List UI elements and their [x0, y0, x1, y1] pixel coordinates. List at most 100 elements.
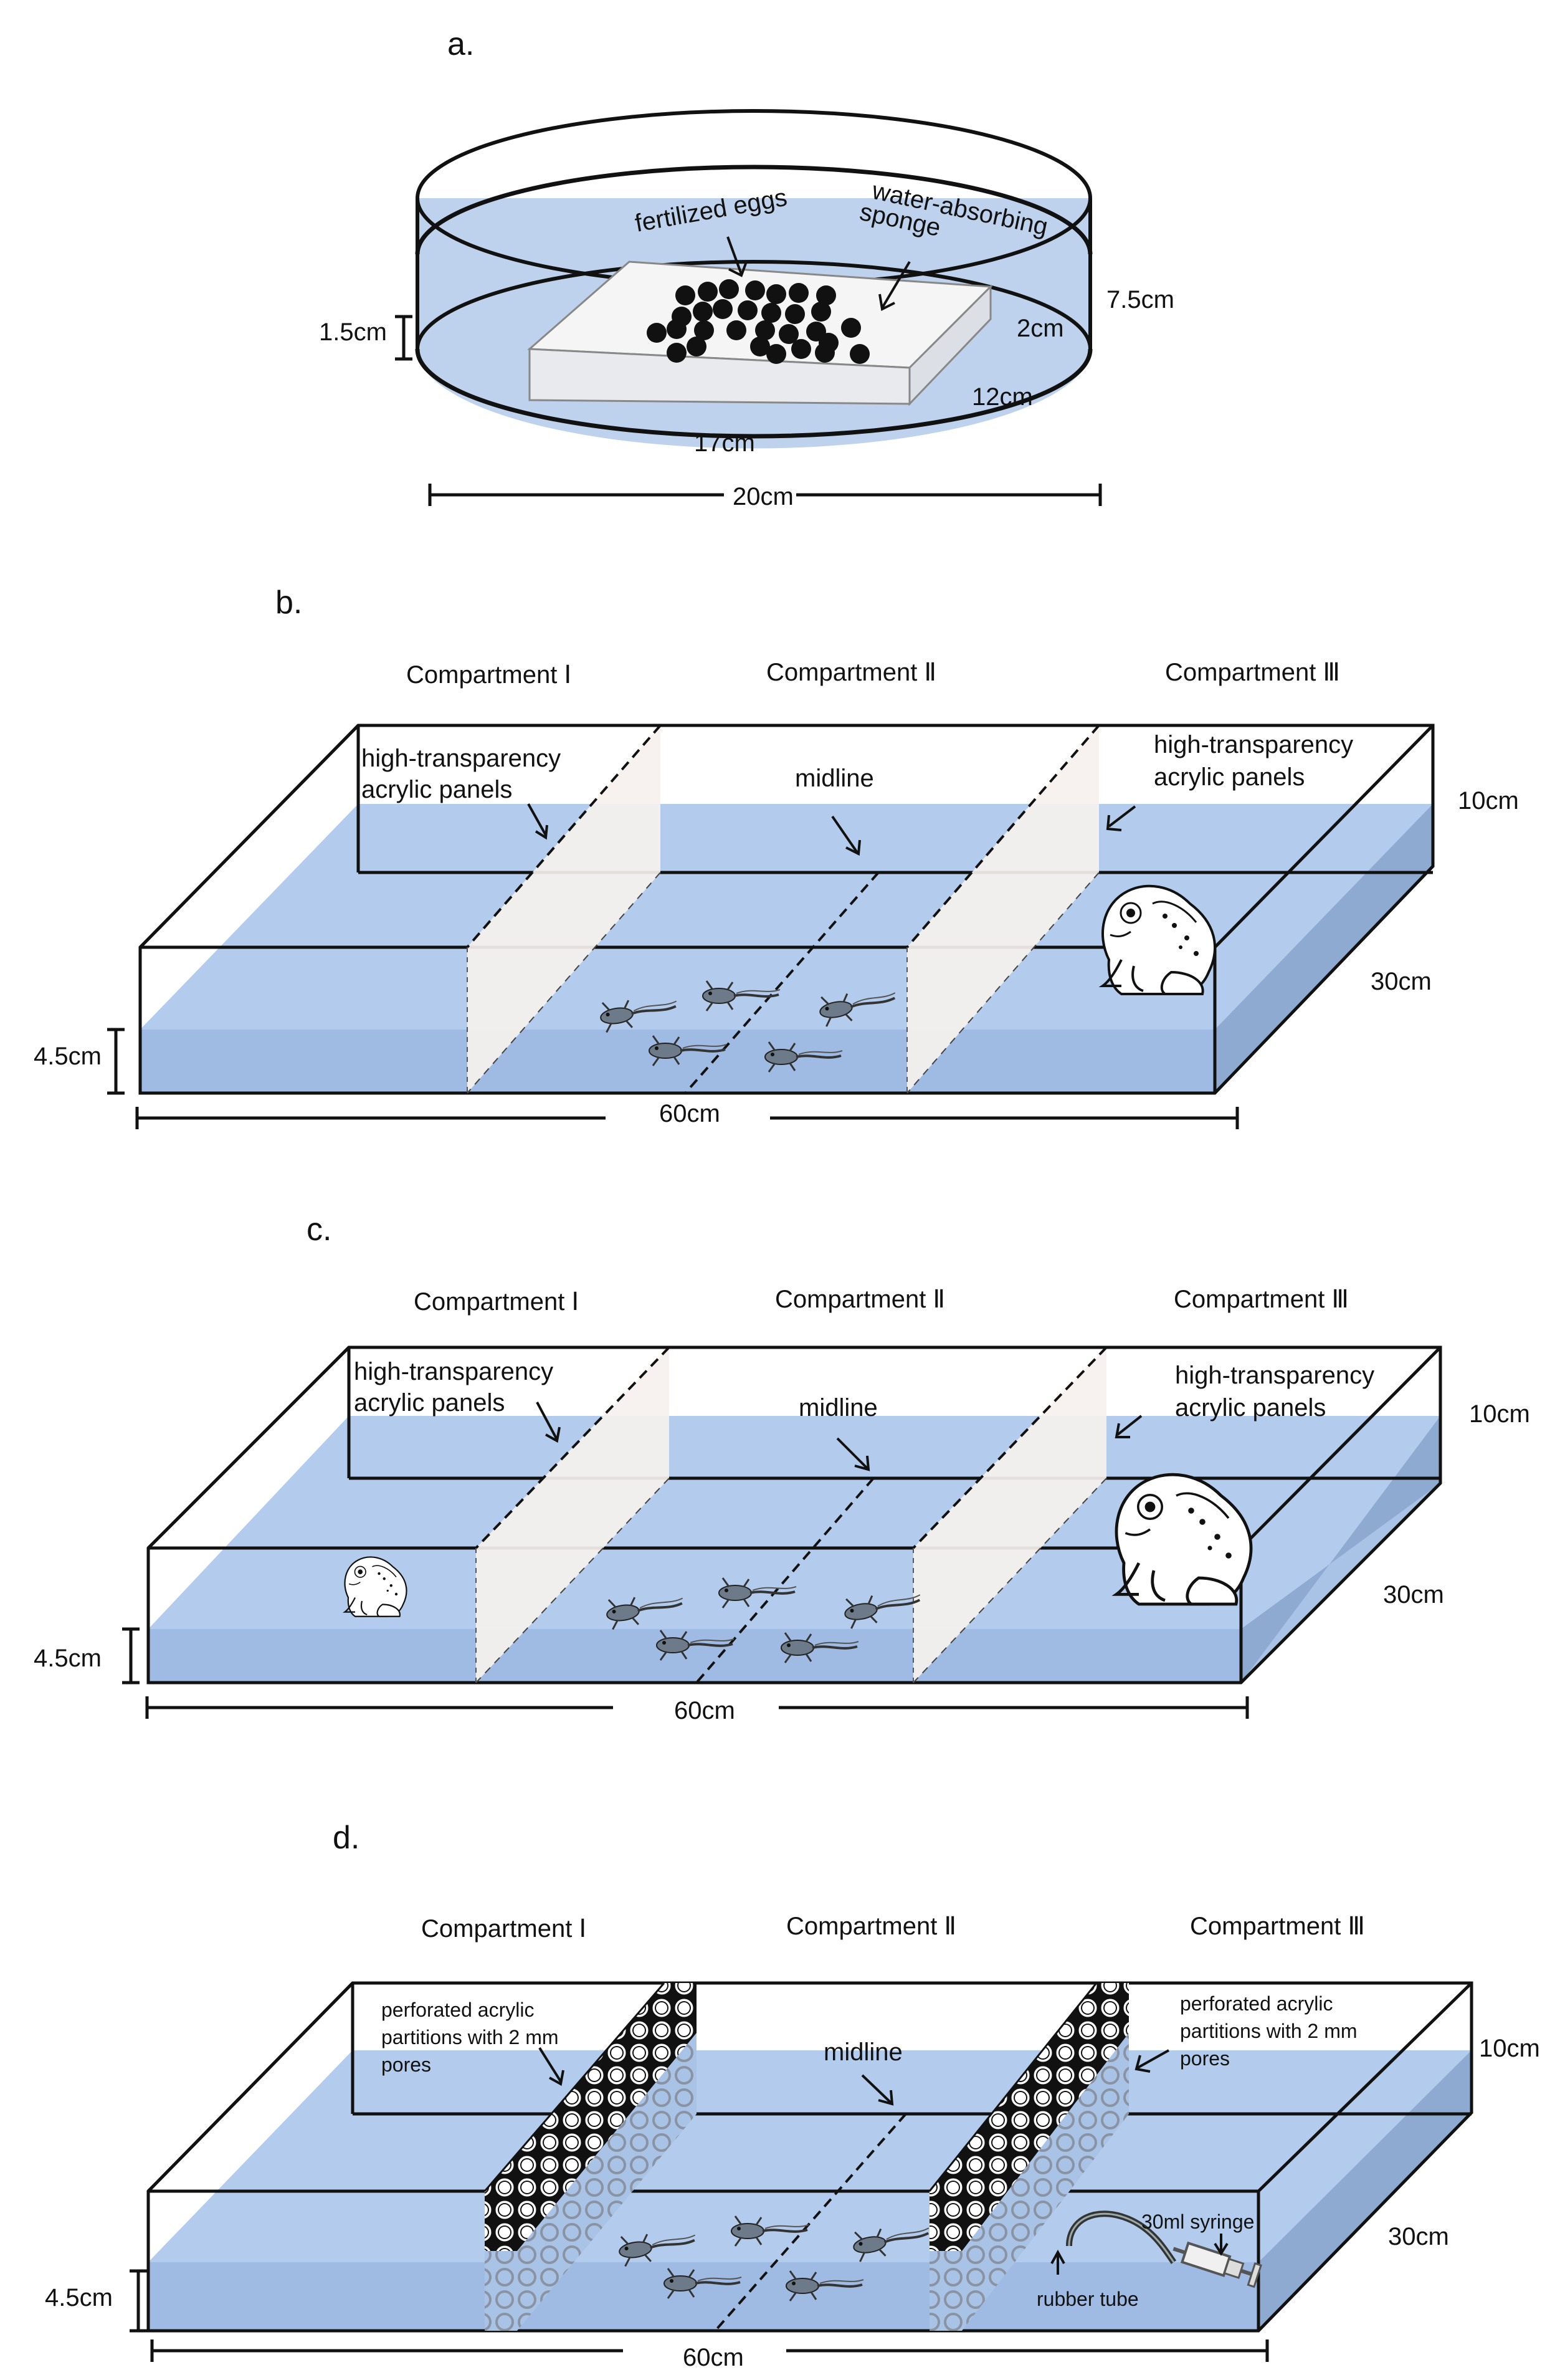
panel-d-compartment-1: Compartment Ⅰ [421, 1915, 586, 1943]
panel-b-dim-height: 10cm [1458, 787, 1519, 815]
panel-b-arrow-right [1108, 805, 1136, 828]
panel-d-arrow-left [538, 2047, 562, 2083]
panel-d-partition-right-line1: perforated acrylic [1180, 1992, 1333, 2015]
panel-d-dim-height: 10cm [1479, 2035, 1540, 2062]
panel-b-letter: b. [275, 585, 302, 621]
dim-sponge-width: 12cm [972, 383, 1033, 411]
panel-d-length-line [150, 2339, 1269, 2362]
panel-d-arrow-tube-head [1050, 2249, 1065, 2264]
panel-d-partition-right-line2: partitions with 2 mm [1180, 2020, 1358, 2042]
panel-c-acrylic-left [475, 1346, 670, 1683]
panel-c-arrow-left-head [545, 1427, 561, 1443]
panel-c-water-bracket [122, 1627, 140, 1685]
panel-c-compartment-2: Compartment Ⅱ [775, 1286, 945, 1313]
panel-c-arrow-right [1116, 1415, 1143, 1436]
panel-d-syringe-label: 30ml syringe [1141, 2210, 1254, 2233]
panel-d-dim-depth: 30cm [1388, 2223, 1449, 2250]
panel-b-compartment-2: Compartment Ⅱ [766, 659, 936, 686]
panel-d-letter: d. [333, 1820, 359, 1856]
panel-d-arrow-syringe-head [1214, 2242, 1229, 2256]
panel-b: b. Compartment Ⅰ Compartment Ⅱ Compartme… [34, 585, 1519, 1129]
panel-c-dim-height: 10cm [1469, 1400, 1530, 1428]
panel-b-arrow-mid-head [845, 839, 861, 856]
panel-d-dim-water: 4.5cm [45, 2284, 113, 2311]
panel-c-compartment-3: Compartment Ⅲ [1174, 1286, 1349, 1313]
panel-b-arrow-right-head [1106, 815, 1122, 831]
panel-c-dim-length: 60cm [674, 1697, 735, 1724]
panel-b-panels-right-line1: high-transparency [1154, 731, 1353, 758]
panel-d-compartment-3: Compartment Ⅲ [1190, 1913, 1365, 1940]
panel-d-tank [146, 1981, 1473, 2333]
dim-water-depth-bracket [395, 315, 412, 361]
dim-sponge-length: 17cm [694, 429, 755, 457]
panel-b-compartment-3: Compartment Ⅲ [1165, 659, 1340, 686]
panel-d-midline-label: midline [824, 2038, 903, 2066]
panel-c-panels-right-line2: acrylic panels [1175, 1394, 1326, 1422]
panel-c: c. Compartment Ⅰ Compartment Ⅱ Compartme… [34, 1212, 1530, 1724]
panel-c-arrow-mid [836, 1437, 868, 1470]
panel-c-panels-right-line1: high-transparency [1175, 1362, 1374, 1389]
panel-b-acrylic-left [466, 724, 662, 1094]
dim-water-depth: 1.5cm [319, 318, 387, 346]
syringe [1172, 2241, 1262, 2288]
panel-c-letter: c. [307, 1212, 331, 1248]
panel-c-length-line [145, 1696, 1249, 1719]
panel-c-midline-label: midline [799, 1394, 878, 1422]
panel-c-acrylic-right [912, 1346, 1108, 1683]
panel-c-compartment-1: Compartment Ⅰ [414, 1288, 579, 1316]
panel-d-partition-left-line2: partitions with 2 mm [381, 2026, 559, 2048]
panel-c-arrow-left [536, 1402, 558, 1440]
panel-d-partition-right-line3: pores [1180, 2047, 1230, 2070]
panel-d-water-bracket [130, 2269, 147, 2333]
panel-c-arrow-mid-head [854, 1455, 870, 1471]
dim-sponge-thickness: 2cm [1017, 315, 1064, 342]
panel-d-arrow-left-head [549, 2070, 564, 2086]
arrow-sponge [881, 260, 911, 309]
panel-d-compartment-2: Compartment Ⅱ [786, 1913, 956, 1940]
panel-d-tube-label: rubber tube [1037, 2288, 1139, 2310]
panel-b-arrow-mid [831, 815, 858, 854]
panel-b-dim-length: 60cm [659, 1100, 720, 1127]
arrow-eggs [726, 236, 743, 275]
panel-b-panels-left-line1: high-transparency [361, 745, 561, 772]
panel-c-arrow-right-head [1115, 1423, 1130, 1438]
panel-c-tank [146, 1345, 1442, 1685]
panel-d-partition-left-line3: pores [381, 2053, 431, 2076]
panel-d-arrow-right [1137, 2049, 1169, 2069]
panel-b-dim-water: 4.5cm [34, 1043, 102, 1070]
panel-d-perforated-left [483, 1982, 697, 2331]
panel-d: d. Compartment Ⅰ Compartment Ⅱ Compartme… [45, 1820, 1540, 2371]
dim-diameter: 20cm [733, 483, 794, 510]
arrow-eggs-head [728, 261, 748, 277]
sponge [527, 260, 993, 406]
panel-d-arrow-mid [861, 2074, 892, 2104]
panel-a-letter: a. [447, 26, 474, 62]
rubber-tube-highlight [1068, 2212, 1175, 2263]
fertilized-eggs [647, 279, 870, 364]
panel-b-arrow-left [527, 803, 547, 836]
panel-c-dim-depth: 30cm [1383, 1581, 1444, 1608]
panel-b-arrow-left-head [535, 824, 548, 840]
panel-b-panels-right-line2: acrylic panels [1154, 763, 1305, 791]
panel-b-water-bracket [107, 1028, 125, 1095]
dim-diameter-bg [724, 480, 796, 511]
panel-c-panels-left-line1: high-transparency [354, 1358, 553, 1385]
panel-b-panels-left-line2: acrylic panels [361, 776, 512, 803]
panel-d-perforated-right [928, 1982, 1129, 2331]
dim-dish-height: 7.5cm [1106, 286, 1174, 313]
panel-b-length-line [135, 1107, 1239, 1129]
panel-c-midline [695, 1477, 875, 1684]
panel-d-partition-left-line1: perforated acrylic [381, 1999, 534, 2021]
panel-b-acrylic-right [906, 724, 1100, 1094]
panel-a: a. [319, 26, 1174, 511]
arrow-sponge-head [878, 294, 895, 311]
panel-d-dim-length: 60cm [683, 2344, 744, 2371]
panel-b-midline-label: midline [795, 765, 874, 792]
panel-b-dim-depth: 30cm [1371, 968, 1432, 995]
panel-d-arrow-right-head [1134, 2055, 1151, 2073]
panel-d-arrow-mid-head [878, 2090, 894, 2106]
panel-c-dim-water: 4.5cm [34, 1645, 102, 1672]
panel-c-panels-left-line2: acrylic panels [354, 1389, 505, 1417]
panel-b-midline [684, 871, 880, 1094]
